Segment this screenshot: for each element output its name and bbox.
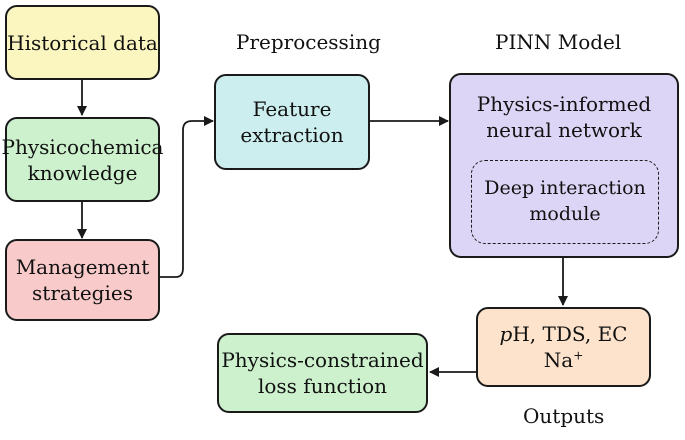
heading-pinn-model: PINN Model: [495, 30, 622, 54]
outputs-italic-p: p: [499, 322, 513, 346]
arrow-management-to-feature: [160, 116, 214, 278]
management-line1: Management: [15, 255, 150, 279]
historical-data-label: Historical data: [7, 30, 158, 55]
node-feature-extraction: Feature extraction: [214, 74, 370, 170]
deep-interaction-line1: Deep interaction: [484, 177, 646, 200]
node-loss-function: Physics-constrained loss function: [217, 333, 428, 413]
loss-line1: Physics-constrained: [221, 348, 424, 372]
outputs-na-charge: +: [573, 348, 584, 363]
pinn-line1: Physics-informed: [476, 92, 652, 116]
node-physics-informed-network: Physics-informed neural network: [449, 73, 679, 258]
pinn-line2: neural network: [486, 118, 642, 142]
outputs-line1: pH, TDS, EC: [500, 321, 628, 347]
management-line2: strategies: [32, 281, 133, 305]
outputs-line2: Na+: [544, 347, 584, 373]
physicochemical-line1: Physicochemica: [1, 134, 164, 159]
node-physicochemical-knowledge: Physicochemica knowledge: [2, 117, 163, 202]
deep-interaction-line2: module: [529, 203, 601, 225]
outputs-na: Na: [543, 348, 574, 372]
outputs-rest: H, TDS, EC: [512, 322, 628, 346]
node-historical-data: Historical data: [5, 5, 160, 80]
physicochemical-line2: knowledge: [27, 160, 138, 185]
heading-preprocessing: Preprocessing: [236, 30, 381, 54]
node-management-strategies: Management strategies: [5, 239, 160, 321]
loss-line2: loss function: [257, 374, 388, 398]
feature-line2: extraction: [240, 123, 344, 147]
heading-outputs: Outputs: [523, 404, 605, 428]
feature-line1: Feature: [252, 97, 332, 121]
node-outputs: pH, TDS, EC Na+: [476, 307, 651, 387]
node-deep-interaction-module: Deep interaction module: [471, 160, 659, 244]
